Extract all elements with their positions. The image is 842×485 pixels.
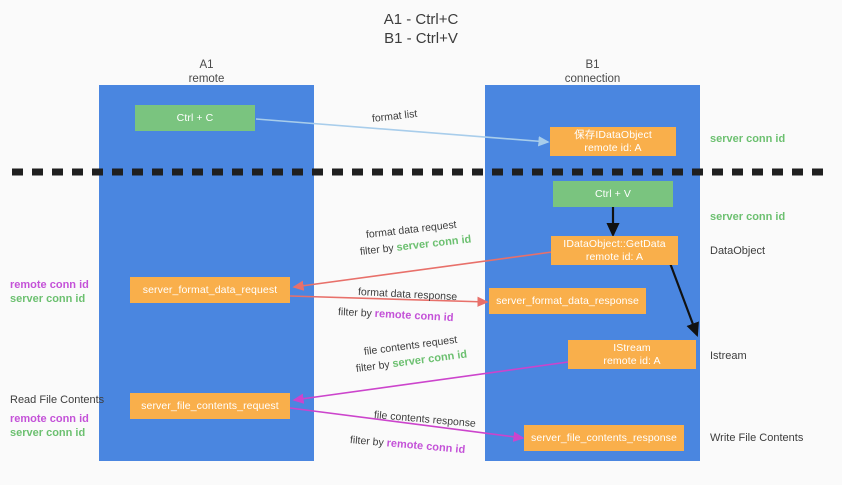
box-ctrl-v-label: Ctrl + V [594, 187, 632, 200]
column-b1-sub: connection [564, 73, 621, 85]
right-label-write-file-contents: Write File Contents [710, 432, 804, 444]
right-label-istream: Istream [710, 350, 747, 362]
column-header-a1: A1 remote [99, 58, 314, 86]
left-label-group-lower: remote conn id server conn id [10, 412, 89, 440]
left-label-server-conn-id-upper: server conn id [10, 293, 86, 305]
edge-label-file-contents-response-filter: filter by remote conn id [349, 434, 466, 457]
box-ctrl-c-label: Ctrl + C [176, 111, 214, 124]
column-a1-name: A1 [199, 59, 214, 71]
filter-value-remote-conn-id-2: remote conn id [386, 437, 466, 457]
right-label-server-conn-id-top: server conn id [710, 133, 786, 145]
box-server-file-contents-request[interactable]: server_file_contents_request [130, 393, 290, 419]
left-label-read-file-contents: Read File Contents [10, 394, 105, 406]
box-ctrl-c[interactable]: Ctrl + C [135, 105, 255, 131]
left-label-remote-conn-id-upper: remote conn id [10, 279, 89, 291]
box-server-format-data-response[interactable]: server_format_data_response [489, 288, 646, 314]
right-label-dataobject: DataObject [710, 245, 766, 257]
edge-label-format-list: format list [371, 107, 418, 125]
column-header-b1: B1 connection [485, 58, 700, 86]
box-server-format-data-request-label: server_format_data_request [142, 283, 278, 296]
edge-label-format-data-response: format data response [357, 286, 458, 304]
box-save-idataobject-line2: remote id: A [584, 141, 642, 154]
box-server-format-data-response-label: server_format_data_response [496, 294, 639, 307]
box-idataobject-getdata-line2: remote id: A [585, 250, 644, 263]
box-server-format-data-request[interactable]: server_format_data_request [130, 277, 290, 303]
box-ctrl-v[interactable]: Ctrl + V [553, 181, 673, 207]
box-server-file-contents-request-label: server_file_contents_request [141, 399, 279, 412]
right-label-server-conn-id-mid: server conn id [710, 211, 786, 223]
left-label-server-conn-id-lower: server conn id [10, 427, 86, 439]
edge-label-file-contents-response: file contents response [373, 409, 477, 430]
left-label-group-upper: remote conn id server conn id [10, 278, 89, 306]
filter-value-remote-conn-id-1: remote conn id [374, 307, 454, 325]
title-line-2: B1 - Ctrl+V [384, 30, 458, 47]
title-line-1: A1 - Ctrl+C [383, 11, 459, 28]
column-b1-name: B1 [585, 59, 600, 71]
box-idataobject-getdata-line1: IDataObject::GetData [563, 237, 666, 250]
box-idataobject-getdata[interactable]: IDataObject::GetData remote id: A [551, 236, 678, 265]
column-a1-sub: remote [188, 73, 225, 85]
box-istream-line2: remote id: A [603, 354, 661, 367]
left-label-remote-conn-id-lower: remote conn id [10, 413, 89, 425]
box-server-file-contents-response-label: server_file_contents_response [531, 431, 677, 444]
box-istream[interactable]: IStream remote id: A [568, 340, 696, 369]
box-istream-line1: IStream [613, 341, 651, 354]
box-save-idataobject-line1: 保存IDataObject [574, 128, 652, 141]
page-title: A1 - Ctrl+C B1 - Ctrl+V [0, 10, 842, 48]
edge-label-format-data-response-filter: filter by remote conn id [337, 306, 454, 325]
box-save-idataobject[interactable]: 保存IDataObject remote id: A [550, 127, 676, 156]
box-server-file-contents-response[interactable]: server_file_contents_response [524, 425, 684, 451]
